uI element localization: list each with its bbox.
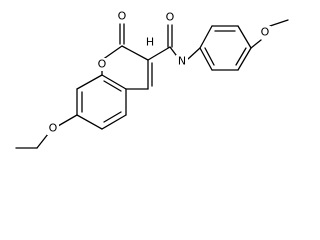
bond bbox=[76, 114, 103, 130]
bond bbox=[101, 45, 123, 61]
bond bbox=[237, 47, 252, 71]
double-bond-inner bbox=[235, 47, 247, 66]
bond bbox=[147, 46, 171, 61]
bond bbox=[101, 74, 127, 90]
double-bond-inner bbox=[103, 80, 122, 92]
amide-nitrogen-label: N bbox=[178, 55, 186, 68]
bond bbox=[250, 39, 262, 49]
bond bbox=[237, 25, 252, 49]
methoxy-oxygen-label: O bbox=[261, 26, 270, 39]
ring-oxygen-label: O bbox=[98, 58, 107, 71]
ethoxy-group bbox=[15, 114, 78, 149]
bond bbox=[76, 74, 103, 90]
bond bbox=[36, 133, 49, 149]
pyranone-ring bbox=[101, 23, 153, 90]
carboxamide-group bbox=[147, 24, 201, 61]
bond bbox=[101, 114, 127, 130]
bond bbox=[57, 114, 78, 127]
bond bbox=[199, 47, 213, 71]
double-bond-inner bbox=[103, 111, 122, 123]
lactone-carbonyl-oxygen-label: O bbox=[118, 10, 127, 23]
coumarin-benzene-ring bbox=[76, 74, 127, 130]
bond bbox=[269, 19, 289, 27]
amide-oxygen-label: O bbox=[166, 11, 175, 24]
bond bbox=[187, 47, 201, 60]
chemical-structure-diagram: O O O N H O O bbox=[15, 10, 289, 149]
methoxyphenyl-ring bbox=[199, 19, 289, 71]
bond bbox=[199, 25, 213, 49]
bond bbox=[121, 45, 149, 61]
bond bbox=[169, 46, 177, 56]
amide-hydrogen-label: H bbox=[146, 36, 154, 49]
double-bond-inner bbox=[204, 47, 215, 66]
ethoxy-oxygen-label: O bbox=[49, 122, 58, 135]
